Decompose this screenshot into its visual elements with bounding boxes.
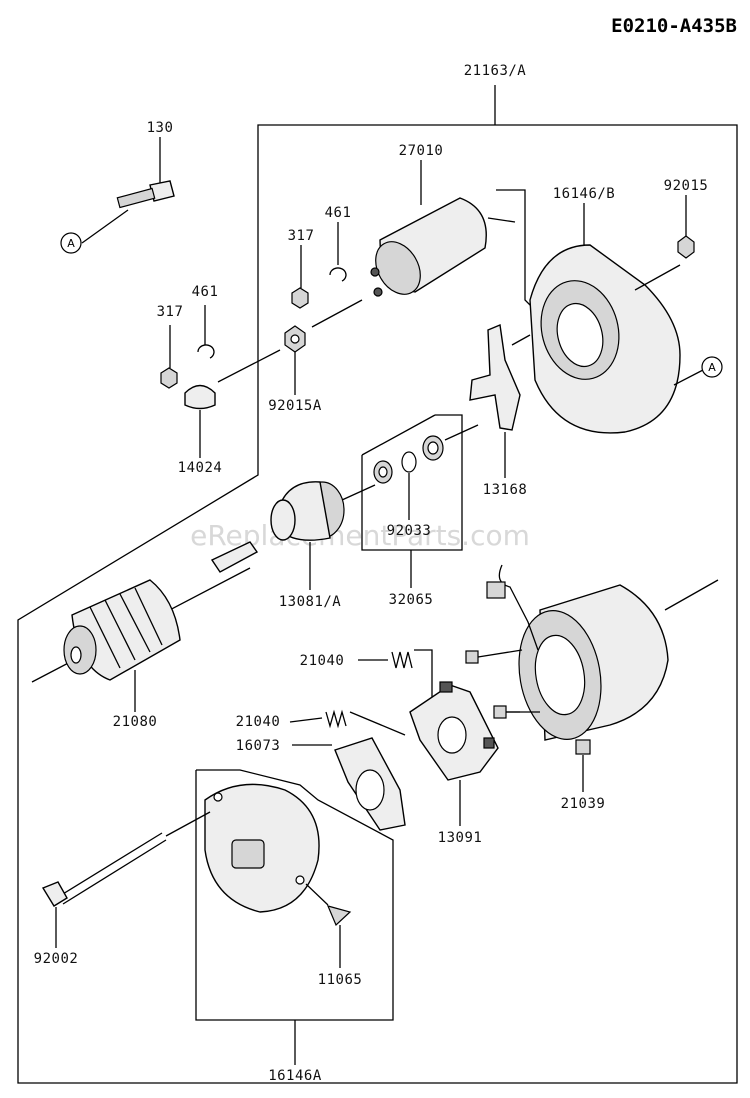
label-11065: 11065 <box>318 972 363 988</box>
lever-13168 <box>469 324 531 478</box>
svg-text:A: A <box>67 237 75 250</box>
nut-317-upper <box>291 245 309 309</box>
spring-21040-upper <box>358 649 433 700</box>
spring-21040-lower <box>289 709 406 736</box>
nut-92015A <box>284 299 363 395</box>
bolt-130 <box>81 137 175 244</box>
through-bolt-92002 <box>41 811 211 948</box>
label-92033: 92033 <box>387 523 432 539</box>
label-21039: 21039 <box>561 796 606 812</box>
label-14024: 14024 <box>178 460 223 476</box>
pinion-clutch-13081A <box>270 481 376 590</box>
label-461-lower: 461 <box>192 284 219 300</box>
label-16073: 16073 <box>236 738 281 754</box>
label-13081A: 13081/A <box>279 594 342 610</box>
svg-text:A: A <box>708 361 716 374</box>
label-21163A: 21163/A <box>464 63 527 79</box>
ref-marker-a-right: A <box>673 356 723 386</box>
label-317-upper: 317 <box>288 228 315 244</box>
nut-92015 <box>677 195 695 259</box>
label-27010: 27010 <box>399 143 444 159</box>
label-21040-lower: 21040 <box>236 714 281 730</box>
boot-14024 <box>184 349 281 458</box>
brush-holder-13091 <box>409 681 520 826</box>
label-92015A: 92015A <box>268 398 322 414</box>
ref-marker-a-left: A <box>60 232 82 254</box>
screw-11065 <box>305 883 352 968</box>
washer-461-upper <box>329 222 347 282</box>
label-16146B: 16146/B <box>553 186 616 202</box>
label-317-lower: 317 <box>157 304 184 320</box>
label-92002: 92002 <box>34 951 79 967</box>
washer-461-lower <box>197 305 215 359</box>
brush-plate-16073 <box>292 737 406 831</box>
solenoid-27010 <box>370 160 546 321</box>
label-461-upper: 461 <box>325 205 352 221</box>
rear-cover-kit-16146A <box>195 769 394 1065</box>
label-21080: 21080 <box>113 714 158 730</box>
label-13168: 13168 <box>483 482 528 498</box>
label-32065: 32065 <box>389 592 434 608</box>
label-13091: 13091 <box>438 830 483 846</box>
front-housing-16146B <box>529 203 681 434</box>
armature-21080 <box>31 541 259 712</box>
clutch-kit-32065 <box>361 414 479 588</box>
yoke-21039 <box>465 564 719 792</box>
nut-317-lower <box>160 325 178 389</box>
assembly-outline-21163A <box>17 85 738 1084</box>
label-21040-upper: 21040 <box>300 653 345 669</box>
label-130: 130 <box>147 120 174 136</box>
label-92015: 92015 <box>664 178 709 194</box>
diagram-code: E0210-A435B <box>611 15 737 37</box>
label-16146A: 16146A <box>268 1068 322 1084</box>
